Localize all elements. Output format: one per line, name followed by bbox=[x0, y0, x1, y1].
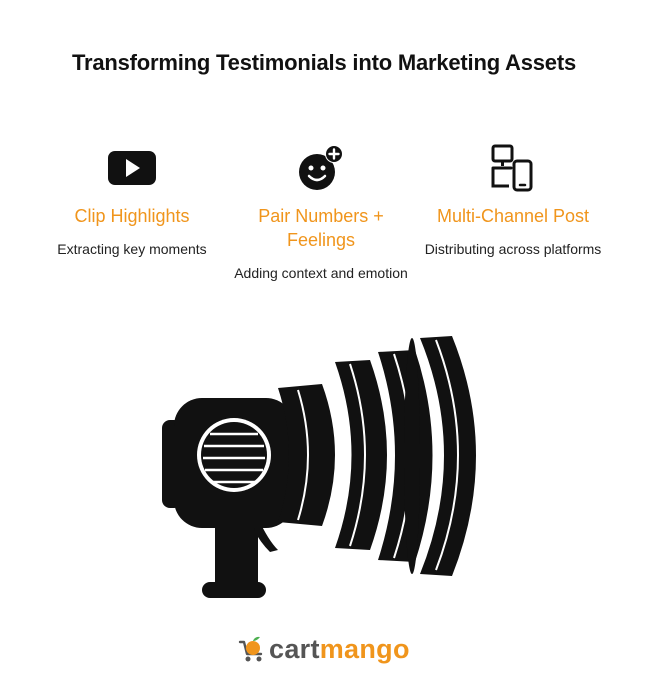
play-icon bbox=[108, 151, 156, 185]
smiley-plus-icon bbox=[299, 145, 343, 190]
step-heading: Pair Numbers + Feelings bbox=[258, 206, 384, 250]
megaphone-illustration bbox=[162, 336, 476, 598]
step-clip-highlights: Clip Highlights Extracting key moments bbox=[37, 140, 227, 258]
step-multi-channel: Multi-Channel Post Distributing across p… bbox=[418, 140, 608, 258]
devices-icon bbox=[491, 144, 533, 192]
step-description: Distributing across platforms bbox=[424, 241, 602, 257]
page-title: Transforming Testimonials into Marketing… bbox=[71, 50, 577, 75]
step-description: Extracting key moments bbox=[57, 241, 207, 257]
brand-name-part: cart bbox=[269, 634, 320, 664]
mango-cart-icon bbox=[238, 636, 263, 662]
step-description: Adding context and emotion bbox=[234, 265, 408, 281]
step-heading: Multi-Channel Post bbox=[436, 206, 590, 226]
brand-name-part: mango bbox=[319, 634, 410, 664]
step-pair-numbers: Pair Numbers + Feelings Adding context a… bbox=[226, 140, 416, 282]
step-heading: Clip Highlights bbox=[74, 206, 190, 226]
brand-logo: cartmango bbox=[238, 632, 410, 666]
